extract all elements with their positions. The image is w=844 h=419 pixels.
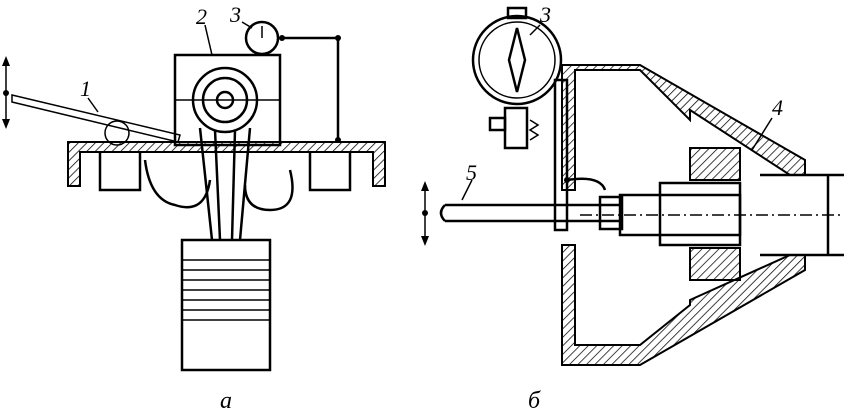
- label-lever-5: 5: [466, 160, 477, 185]
- lever-5: [439, 203, 620, 223]
- label-dial-indicator-3a: 3: [229, 2, 241, 27]
- label-crank-journal-2: 2: [196, 4, 207, 29]
- caption-a: а: [220, 388, 232, 414]
- label-lever-1: 1: [80, 76, 91, 101]
- crankcase: [67, 141, 386, 187]
- connecting-rod: [198, 127, 252, 241]
- label-dial-indicator-3b: 3: [539, 2, 551, 27]
- vertical-motion-arrow: [2, 56, 10, 129]
- vertical-motion-arrow-b: [421, 181, 429, 246]
- figure-b: 3 4 5 б: [421, 2, 844, 414]
- piston: [180, 238, 272, 372]
- lever-1: [11, 94, 181, 143]
- caption-b: б: [528, 388, 541, 414]
- figure-a: 1 2 3 а: [2, 2, 386, 414]
- label-bearing-4: 4: [772, 95, 783, 120]
- transmission-housing: [561, 64, 806, 191]
- bearing-4: [689, 147, 741, 181]
- dial-indicator-b: [471, 14, 563, 106]
